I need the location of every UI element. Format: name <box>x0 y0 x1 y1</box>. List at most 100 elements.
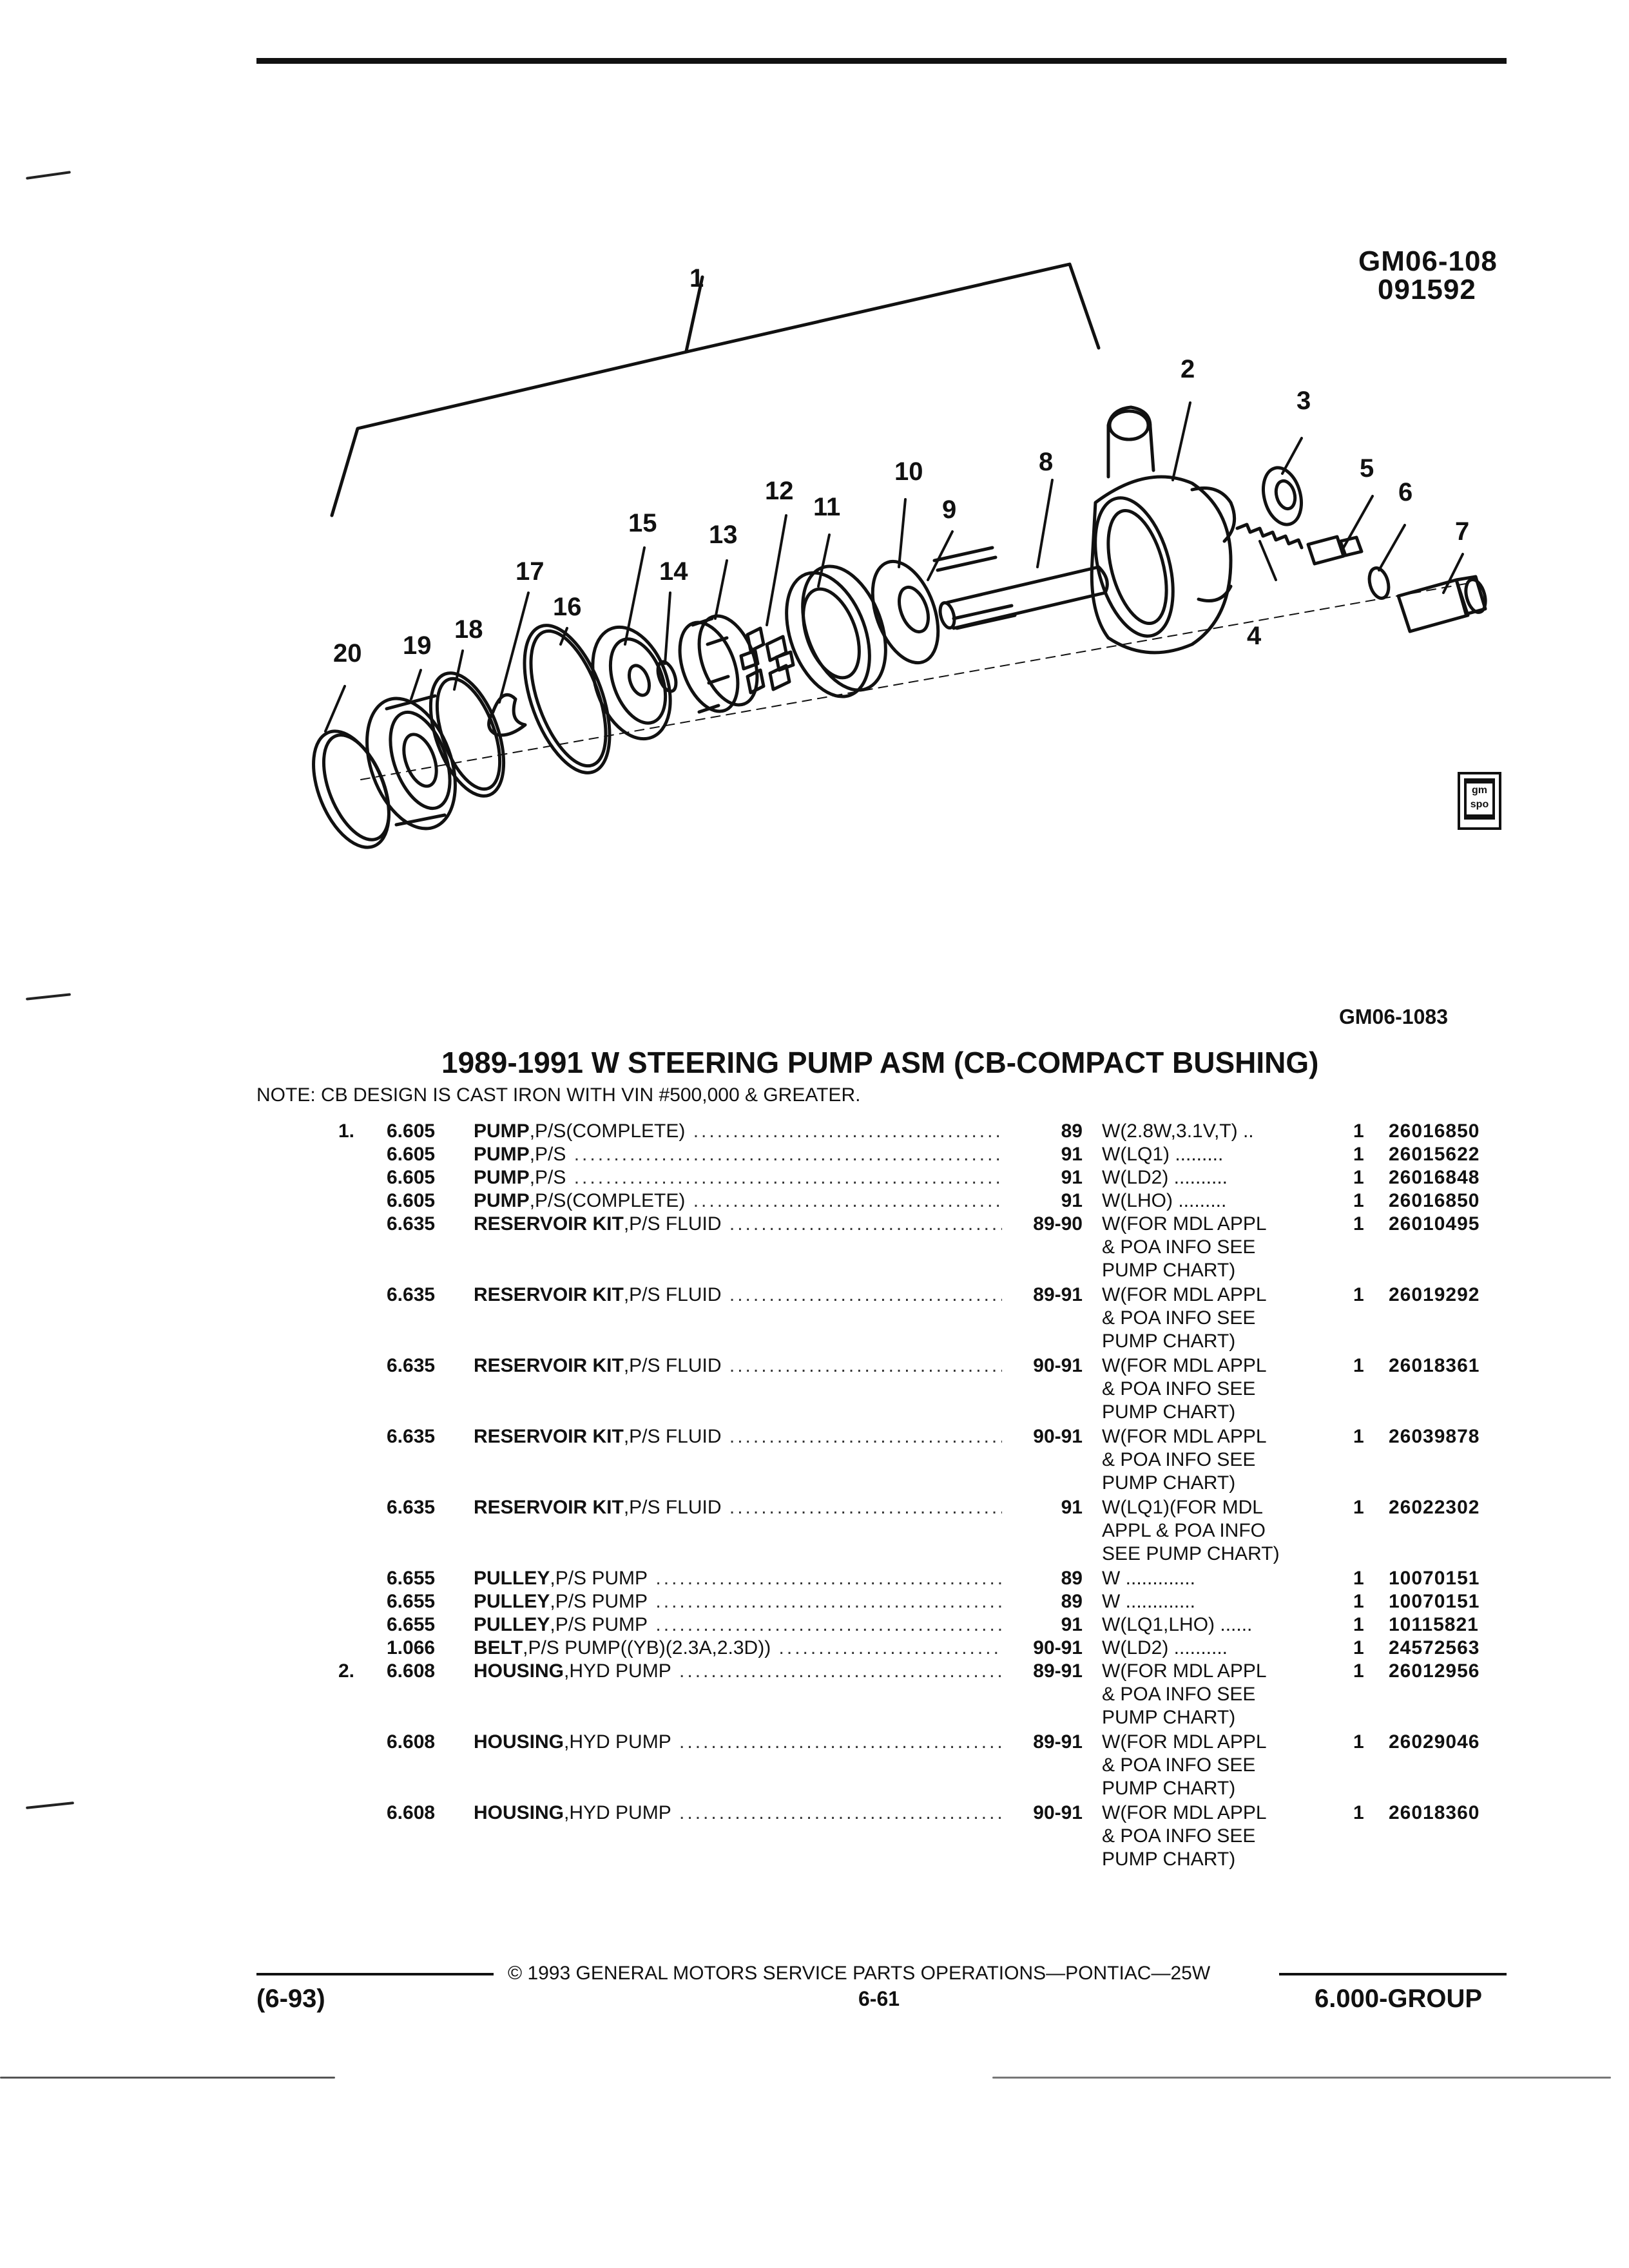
part-number: 26022302 <box>1389 1497 1480 1518</box>
application-line: & POA INFO SEE <box>1102 1236 1256 1258</box>
application: W(LQ1,LHO) ...... <box>1102 1613 1252 1637</box>
part-detail: ,P/S PUMP <box>550 1614 648 1635</box>
part-16-o-ring <box>523 624 612 774</box>
callout-12: 12 <box>765 477 794 505</box>
leader-dots: ........................................… <box>655 1591 1002 1612</box>
callout-5: 5 <box>1360 454 1374 483</box>
quantity: 1 <box>1353 1660 1364 1682</box>
application-line: W(2.8W,3.1V,T) .. <box>1102 1120 1254 1142</box>
application-line: & POA INFO SEE <box>1102 1307 1256 1329</box>
part-name: PUMP <box>474 1167 530 1188</box>
part-name: RESERVOIR KIT <box>474 1284 624 1305</box>
part-number: 24572563 <box>1389 1637 1480 1658</box>
part-7-fitting <box>1396 575 1487 633</box>
quantity: 1 <box>1353 1802 1364 1823</box>
page-number: 6-61 <box>858 1987 900 2010</box>
application-line: W(FOR MDL APPL <box>1102 1213 1267 1235</box>
part-number: 26016850 <box>1389 1120 1480 1142</box>
application-line: W ............. <box>1102 1568 1196 1589</box>
part-name: RESERVOIR KIT <box>474 1497 624 1518</box>
callout-1: 1 <box>689 264 704 293</box>
part-detail: ,P/S FLUID <box>623 1213 722 1235</box>
quantity: 1 <box>1353 1731 1364 1753</box>
part-detail: ,P/S FLUID <box>623 1497 722 1518</box>
quantity: 1 <box>1353 1637 1364 1658</box>
group-number: 6.635 <box>387 1355 436 1376</box>
quantity: 1 <box>1353 1190 1364 1211</box>
application-line: & POA INFO SEE <box>1102 1378 1256 1399</box>
copyright-line: © 1993 GENERAL MOTORS SERVICE PARTS OPER… <box>508 1963 1211 1984</box>
part-8-drive-shaft <box>945 565 1109 630</box>
quantity: 1 <box>1353 1167 1364 1188</box>
part-description: HOUSING,HYD PUMP .......................… <box>474 1802 1002 1825</box>
callout-14: 14 <box>659 557 688 586</box>
part-9-dowel-pins <box>932 546 1017 630</box>
leader-dots: ........................................… <box>729 1497 1002 1518</box>
callout-20: 20 <box>333 639 362 668</box>
part-number: 26015622 <box>1389 1144 1480 1165</box>
part-number: 26016850 <box>1389 1190 1480 1211</box>
part-description: HOUSING,HYD PUMP .......................… <box>474 1731 1002 1754</box>
scan-mark <box>0 2077 335 2079</box>
part-description: BELT,P/S PUMP((YB)(2.3A,2.3D)) .........… <box>474 1637 1002 1660</box>
part-detail: ,HYD PUMP <box>564 1660 671 1682</box>
part-name: RESERVOIR KIT <box>474 1355 624 1376</box>
part-number: 26012956 <box>1389 1660 1480 1682</box>
leader-dots: ........................................… <box>729 1426 1002 1447</box>
part-4-flow-control-spring <box>1235 523 1304 550</box>
part-number: 26016848 <box>1389 1167 1480 1188</box>
part-description: PUMP,P/S ...............................… <box>474 1143 1002 1166</box>
application-line: W(FOR MDL APPL <box>1102 1426 1267 1447</box>
model-years: 91 <box>1061 1614 1083 1635</box>
part-name: HOUSING <box>474 1802 564 1823</box>
leader-dots: ........................................… <box>679 1731 1002 1753</box>
part-detail: ,P/S(COMPLETE) <box>529 1190 686 1211</box>
application: W(LHO) ......... <box>1102 1189 1226 1213</box>
part-detail: ,P/S PUMP <box>550 1591 648 1612</box>
callout-3: 3 <box>1296 387 1311 415</box>
quantity: 1 <box>1353 1497 1364 1518</box>
part-description: RESERVOIR KIT,P/S FLUID ................… <box>474 1425 1002 1448</box>
callout-17: 17 <box>516 557 545 586</box>
scan-mark <box>25 1802 75 1809</box>
group-number: 6.605 <box>387 1120 436 1142</box>
top-rule <box>256 58 1507 64</box>
application-line: SEE PUMP CHART) <box>1102 1543 1280 1564</box>
part-10-thrust-plate <box>871 559 940 665</box>
model-years: 91 <box>1061 1497 1083 1518</box>
application-line: & POA INFO SEE <box>1102 1825 1256 1847</box>
leader-dots: ........................................… <box>655 1568 1002 1589</box>
callout-8: 8 <box>1039 448 1053 476</box>
quantity: 1 <box>1353 1120 1364 1142</box>
part-description: PUMP,P/S ...............................… <box>474 1166 1002 1189</box>
footer-rule-left <box>256 1973 494 1975</box>
part-name: RESERVOIR KIT <box>474 1213 624 1235</box>
part-name: PUMP <box>474 1120 530 1142</box>
gm-spo-badge: gm spo <box>1458 772 1501 830</box>
part-number: 26018361 <box>1389 1355 1480 1376</box>
part-description: RESERVOIR KIT,P/S FLUID ................… <box>474 1213 1002 1236</box>
page-title: 1989-1991 W STEERING PUMP ASM (CB-COMPAC… <box>441 1046 1319 1079</box>
group-number: 6.635 <box>387 1284 436 1305</box>
part-description: PULLEY,P/S PUMP ........................… <box>474 1613 1002 1637</box>
figure-code-top: GM06-108 091592 <box>1358 247 1498 304</box>
part-17-spring-clip <box>487 693 527 737</box>
part-number: 10070151 <box>1389 1568 1480 1589</box>
quantity: 1 <box>1353 1614 1364 1635</box>
application-line: W(LD2) .......... <box>1102 1167 1228 1188</box>
callout-2: 2 <box>1181 355 1195 383</box>
part-number: 26010495 <box>1389 1213 1480 1235</box>
application-line: PUMP CHART) <box>1102 1401 1236 1423</box>
quantity: 1 <box>1353 1591 1364 1612</box>
group-number: 6.608 <box>387 1731 436 1753</box>
quantity: 1 <box>1353 1284 1364 1305</box>
application-line: W(LD2) .......... <box>1102 1637 1228 1658</box>
badge-spo: spo <box>1470 799 1489 810</box>
callout-18: 18 <box>454 615 483 644</box>
leader-line <box>684 275 704 353</box>
